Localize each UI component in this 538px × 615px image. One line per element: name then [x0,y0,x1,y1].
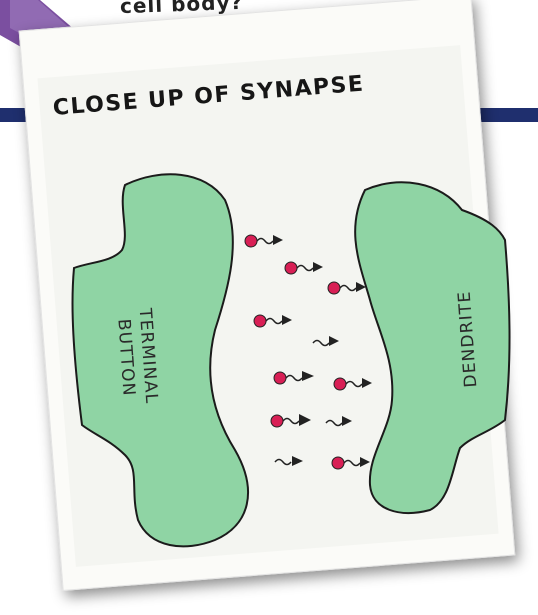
dendrite-shape [355,182,509,513]
neurotransmitter-7 [334,378,372,390]
neurotransmitter-9 [326,416,352,426]
terminal-button-shape [72,174,248,546]
neurotransmitter-8 [271,414,311,427]
neurotransmitter-5 [313,336,339,346]
neurotransmitter-3 [328,282,366,294]
neurotransmitter-1 [245,235,283,247]
neurotransmitter-2 [285,262,323,274]
neurotransmitter-10 [275,456,303,466]
neurotransmitter-6 [274,371,314,384]
neurotransmitter-4 [254,315,292,327]
neurotransmitter-11 [332,457,370,469]
